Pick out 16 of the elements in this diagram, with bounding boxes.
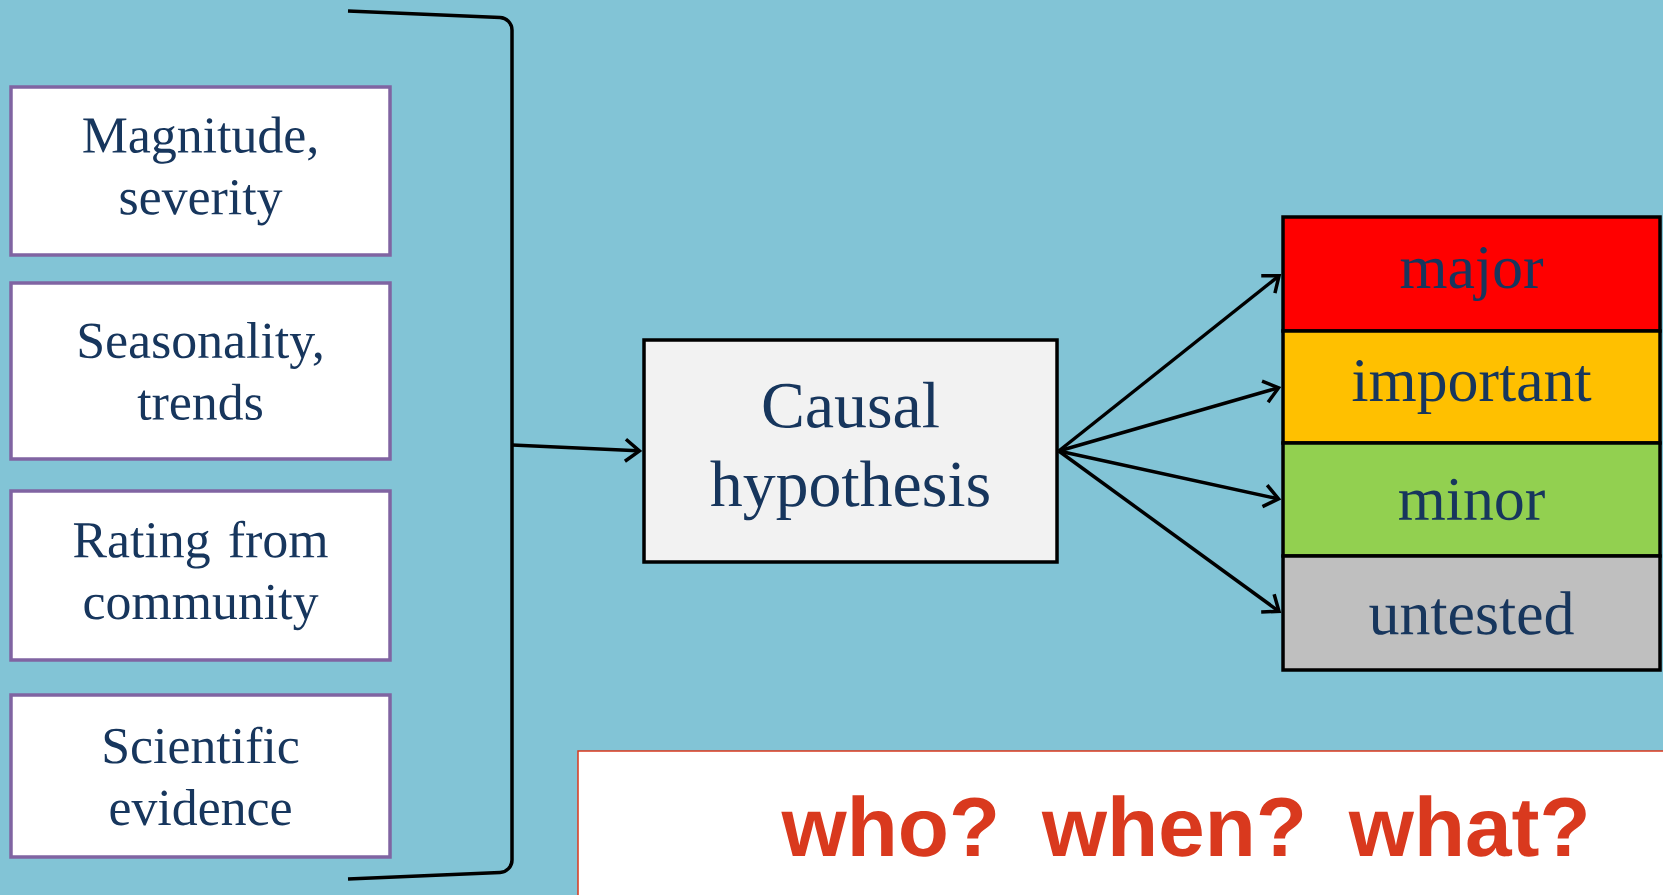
rating-band: major [1281,215,1662,333]
arrow [1057,449,1282,614]
factor-box: Scientific evidence [9,693,392,859]
arrow [1058,449,1282,509]
hypothesis-box: Causal hypothesis [642,338,1059,564]
bracket [347,9,514,881]
arrow [512,437,643,463]
rating-band: minor [1281,441,1662,558]
factor-box: Magnitude, severity [9,85,392,257]
arrow [1057,274,1282,453]
question-banner: who? when? what? [577,750,1663,895]
rating-band: untested [1281,554,1662,672]
arrow [1058,379,1282,453]
rating-band: important [1281,329,1662,445]
factor-box: Seasonality, trends [9,281,392,461]
factor-box: Rating from community [9,489,392,662]
